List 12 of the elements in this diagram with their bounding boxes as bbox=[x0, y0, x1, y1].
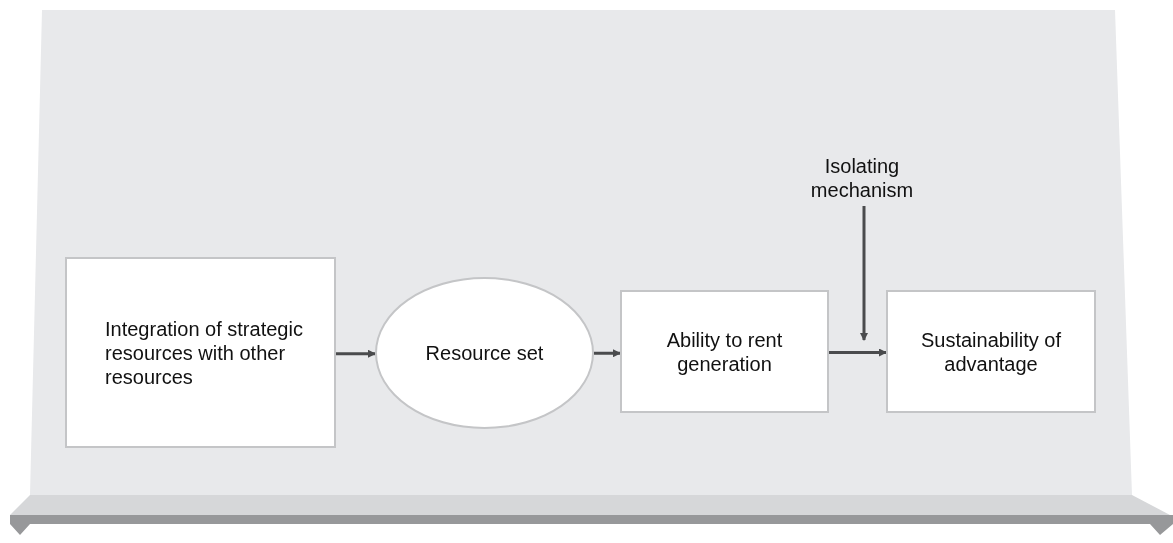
arrow bbox=[860, 206, 868, 341]
node-label: Isolating mechanism bbox=[809, 154, 915, 202]
arrow bbox=[829, 348, 887, 357]
arrow bbox=[594, 349, 621, 358]
process-box bbox=[620, 290, 829, 413]
process-box bbox=[65, 257, 336, 448]
node-text: Resource set bbox=[425, 341, 544, 365]
process-box bbox=[886, 290, 1096, 413]
node-text: Sustainability of advantage bbox=[919, 327, 1063, 376]
node-text: Integration of strategic resources with other resources bbox=[105, 316, 304, 389]
arrow bbox=[336, 349, 376, 358]
node-text: Ability to rent generation bbox=[665, 327, 784, 376]
